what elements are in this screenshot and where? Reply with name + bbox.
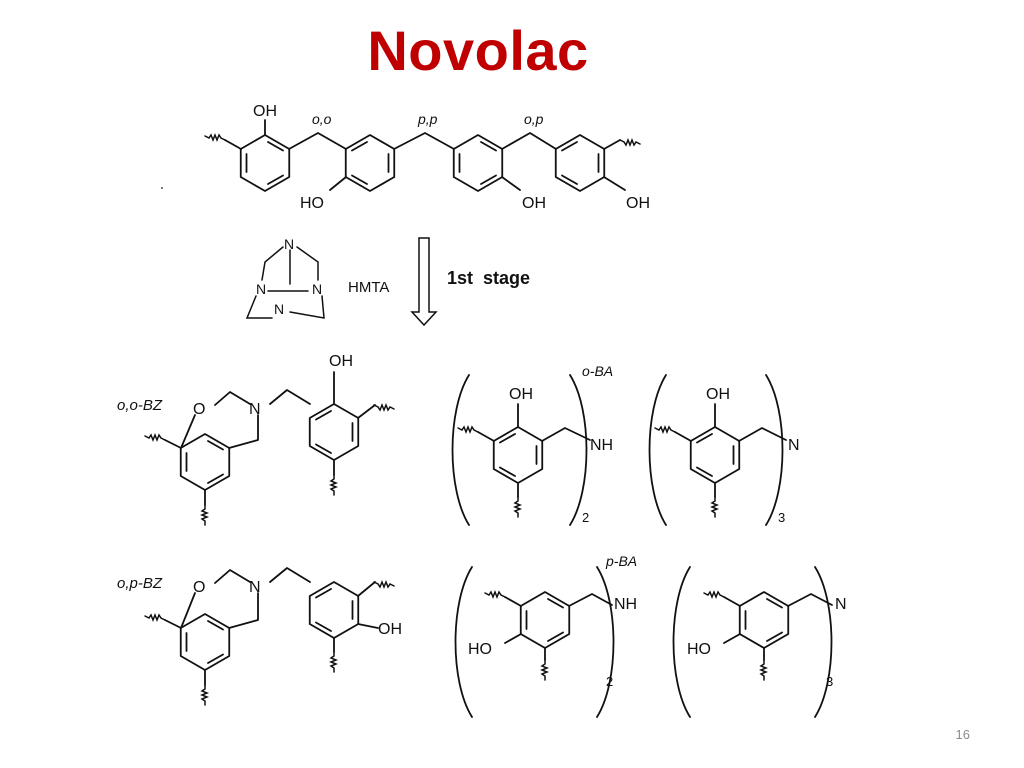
novolac-chain: OH HO OH OH o,o p,p o,p [204, 103, 650, 212]
oxygen-atom: O [193, 401, 205, 418]
stray-dot [161, 187, 163, 189]
oh-label: OH [329, 353, 353, 370]
down-arrow-icon [410, 237, 438, 327]
nitrogen-atom: N [249, 579, 261, 596]
slide-number: 16 [955, 727, 970, 742]
amine-label: NH [590, 437, 613, 454]
subscript: 3 [826, 674, 833, 689]
op-bz-structure: o,p-BZ O N OH [117, 567, 402, 706]
product-label: o,p-BZ [117, 575, 163, 592]
linkage-label: p,p [417, 111, 438, 127]
subscript: 2 [582, 510, 589, 525]
nitrogen-atom: N [249, 401, 261, 418]
oh-label: OH [509, 386, 533, 403]
p-ba-structure: p-BA NH HO 2 N HO 3 [454, 553, 847, 718]
linkage-label: o,o [312, 111, 332, 127]
n-atom: N [284, 236, 294, 252]
oh-label: OH [626, 195, 650, 212]
n-atom: N [312, 281, 322, 297]
slide-title: Novolac [367, 19, 589, 82]
ho-label: HO [300, 195, 324, 212]
o-ba-structure: o-BA OH NH 2 OH N 3 [451, 363, 800, 526]
oh-label: OH [522, 195, 546, 212]
nitrogen-label: N [788, 437, 800, 454]
subscript: 3 [778, 510, 785, 525]
n-atom: N [274, 301, 284, 317]
oh-label: OH [378, 621, 402, 638]
stage-label: 1st stage [447, 268, 530, 288]
product-label: o-BA [582, 363, 613, 379]
hmta-label: HMTA [348, 279, 389, 296]
n-atom: N [256, 281, 266, 297]
subscript: 2 [606, 674, 613, 689]
ho-label: HO [687, 641, 711, 658]
ho-label: HO [468, 641, 492, 658]
product-label: o,o-BZ [117, 397, 163, 414]
hmta-structure: N N N N HMTA [245, 236, 389, 319]
oh-label: OH [706, 386, 730, 403]
nitrogen-label: N [835, 596, 847, 613]
linkage-label: o,p [524, 111, 544, 127]
oo-bz-structure: o,o-BZ O N OH [117, 353, 395, 526]
oxygen-atom: O [193, 579, 205, 596]
oh-label: OH [253, 103, 277, 120]
product-label: p-BA [605, 553, 637, 569]
amine-label: NH [614, 596, 637, 613]
